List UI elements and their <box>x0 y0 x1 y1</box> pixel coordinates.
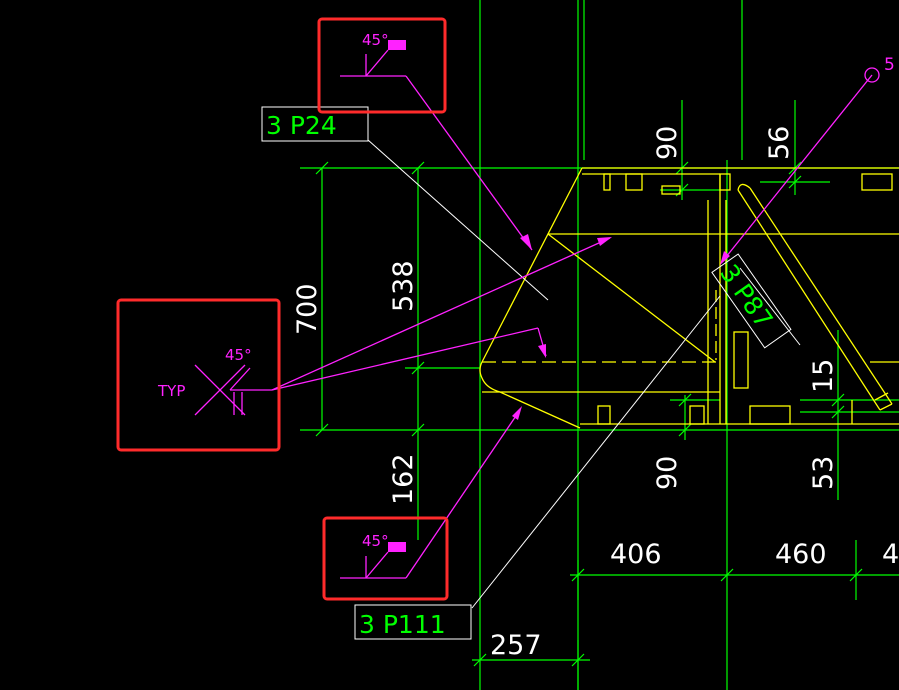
part-tag-p111-box <box>354 604 472 640</box>
part-leaders <box>367 139 801 609</box>
weld-angle-bottom: 45° <box>362 532 389 550</box>
grid-marker-circle <box>864 67 880 83</box>
weld-symbol-top <box>340 49 406 77</box>
dimension-56: 56 <box>764 126 795 160</box>
dimension-257: 257 <box>490 630 542 661</box>
steel-structure <box>479 167 899 429</box>
part-tag-p87-box <box>711 253 792 349</box>
annotation-box-bottom <box>322 516 449 601</box>
weld-angle-top: 45° <box>362 31 389 49</box>
dimension-538: 538 <box>388 260 419 312</box>
dimension-90-top: 90 <box>652 126 683 160</box>
weld-symbol-bottom <box>340 551 406 579</box>
dimension-406: 406 <box>610 539 662 570</box>
weld-symbol-typ <box>194 364 272 416</box>
weld-note-typ: TYP <box>157 382 185 400</box>
dimension-700: 700 <box>292 283 323 335</box>
weld-flag-icon <box>388 542 406 552</box>
dimension-53: 53 <box>808 456 839 490</box>
annotation-highlights <box>116 17 449 601</box>
dimension-4: 4 <box>882 539 899 570</box>
weld-flag-icon <box>388 40 406 50</box>
dimension-15: 15 <box>808 359 839 393</box>
part-tag-p24: 3 P24 <box>266 111 337 140</box>
annotation-box-left <box>116 298 281 452</box>
annotation-box-top <box>317 17 447 114</box>
dimension-90-bottom: 90 <box>652 456 683 490</box>
part-tag-p111: 3 P111 <box>359 610 446 639</box>
weld-leaders <box>271 67 880 579</box>
dimension-lines <box>300 0 899 690</box>
dimension-162: 162 <box>388 453 419 505</box>
grid-marker-label: 5 <box>884 55 895 75</box>
dimension-460: 460 <box>775 539 827 570</box>
weld-angle-left: 45° <box>225 346 252 364</box>
part-tag-p24-box <box>261 106 369 142</box>
weld-arrowheads <box>512 234 730 420</box>
